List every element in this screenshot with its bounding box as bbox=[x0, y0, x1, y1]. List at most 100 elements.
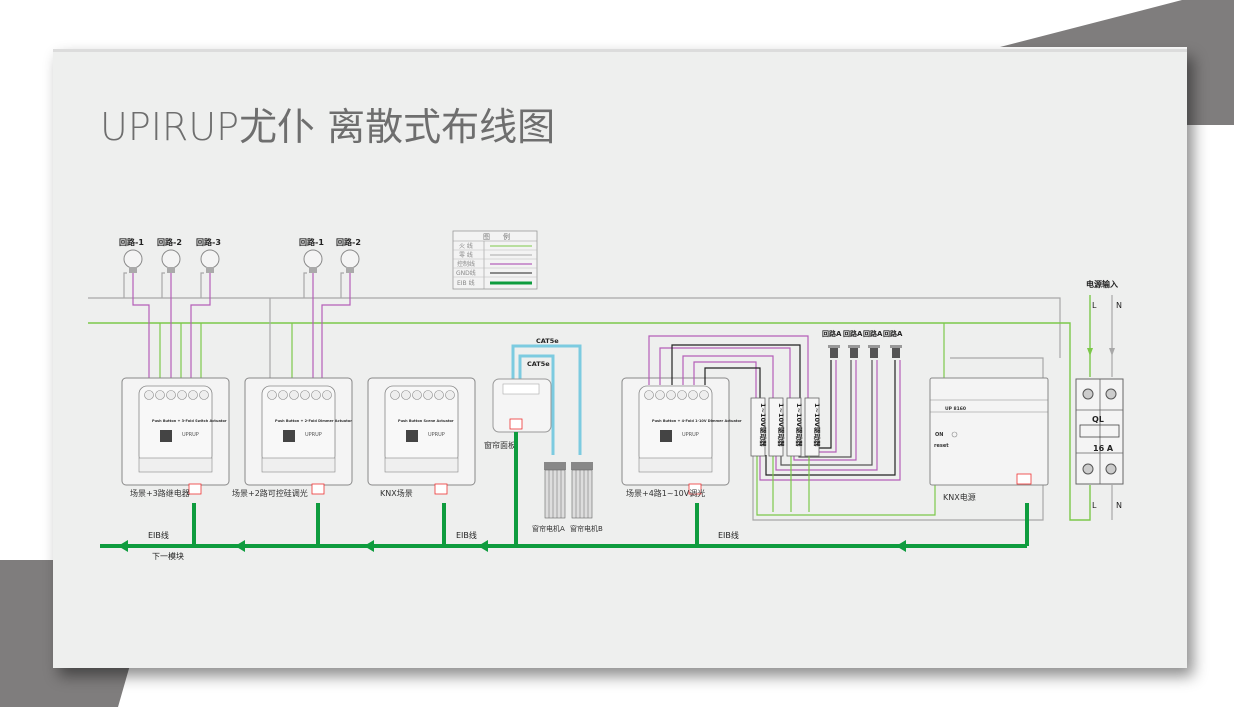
legend-label: GND线 bbox=[456, 269, 476, 277]
bulb-group-1: 回路-1 回路-2 回路-3 bbox=[119, 237, 221, 273]
power-supply-model: UP 8160 bbox=[945, 406, 966, 412]
bulb-icon bbox=[200, 249, 220, 269]
downlight-label: 回路A bbox=[883, 329, 903, 338]
modules: UPRUP Push Button + 3-Fold Switch Actuato… bbox=[121, 377, 742, 495]
legend-row-eib: EIB 线 bbox=[457, 279, 532, 287]
module-model: Push Button + 2-Fold Dimmer Actuator bbox=[275, 419, 352, 423]
curtain-motor-a bbox=[544, 462, 566, 519]
breaker-l-bottom: L bbox=[1092, 501, 1097, 510]
driver-3: 1~10V驱动器 bbox=[786, 397, 804, 457]
downlight-label: 回路A bbox=[863, 329, 883, 338]
cat5e-cable-1 bbox=[511, 344, 582, 455]
module-2: UPRUP Push Button + 2-Fold Dimmer Actuato… bbox=[244, 377, 353, 495]
eib-arrow bbox=[364, 540, 374, 552]
module-brand: UPRUP bbox=[305, 432, 322, 438]
breaker: 电源输入 L N QL 16 A L N bbox=[1075, 279, 1124, 520]
legend-label: 火 线 bbox=[459, 242, 473, 250]
module-label-3: KNX场景 bbox=[380, 489, 413, 498]
driver-label: 1~10V驱动器 bbox=[759, 403, 768, 447]
driver-2: 1~10V驱动器 bbox=[768, 397, 786, 457]
breaker-name: QL bbox=[1092, 415, 1104, 424]
drivers: 1~10V驱动器 1~10V驱动器 1~10V驱动器 1~10V驱动器 bbox=[750, 397, 822, 457]
downlights: 回路A 回路A 回路A 回路A bbox=[822, 329, 903, 358]
driver-4: 1~10V驱动器 bbox=[804, 397, 822, 457]
power-supply-on: ON bbox=[935, 432, 943, 438]
power-supply-reset: reset bbox=[934, 443, 949, 449]
bulb-4: 回路-1 bbox=[299, 237, 324, 273]
bulb-icon bbox=[340, 249, 360, 269]
page-title: UPIRUP尤仆 离散式布线图 bbox=[100, 105, 556, 149]
live-bus bbox=[88, 322, 1091, 521]
curtain-panel-label: 窗帘面板 bbox=[484, 440, 516, 450]
downlight-3: 回路A bbox=[863, 329, 883, 358]
downlight-1: 回路A bbox=[822, 329, 842, 358]
bulb-icon bbox=[303, 249, 323, 269]
legend-label: 零 线 bbox=[459, 251, 473, 259]
bulb-icon bbox=[161, 249, 181, 269]
legend-label: 控制线 bbox=[457, 260, 475, 268]
cat5e-cable-2 bbox=[518, 354, 555, 455]
curtain-motor-b-label: 窗帘电机B bbox=[570, 524, 603, 533]
legend-header-1: 图 bbox=[483, 233, 490, 241]
bulb-1: 回路-1 bbox=[119, 237, 144, 273]
breaker-n-bottom: N bbox=[1116, 501, 1122, 510]
legend-row-control: 控制线 bbox=[457, 260, 532, 268]
neutral-bus bbox=[88, 297, 1061, 358]
bulb-3: 回路-3 bbox=[196, 237, 221, 273]
corner-shape-top-right bbox=[1000, 0, 1234, 125]
eib-label-3: EIB线 bbox=[718, 530, 739, 540]
bulb-label: 回路-3 bbox=[196, 237, 221, 247]
eib-bus bbox=[100, 432, 1029, 548]
downlight-4: 回路A bbox=[883, 329, 903, 358]
module-label-4: 场景+4路1~10V调光 bbox=[626, 488, 705, 498]
breaker-rating: 16 A bbox=[1093, 444, 1114, 453]
eib-arrows bbox=[118, 540, 906, 552]
driver-label: 1~10V驱动器 bbox=[777, 403, 786, 447]
module-label-2: 场景+2路可控硅调光 bbox=[232, 488, 308, 498]
module-1: UPRUP Push Button + 3-Fold Switch Actuato… bbox=[121, 377, 230, 495]
curtain-system: CAT5e CAT5e 窗帘面板 窗帘电机A 窗帘电机B bbox=[484, 337, 603, 533]
legend-row-neutral: 零 线 bbox=[459, 251, 532, 259]
legend-row-gnd: GND线 bbox=[456, 269, 532, 277]
power-supply-label: KNX电源 bbox=[943, 492, 976, 502]
module-model: Push Button + 3-Fold Switch Actuator bbox=[152, 419, 227, 423]
next-module-label: 下一模块 bbox=[152, 551, 184, 561]
driver-label: 1~10V驱动器 bbox=[795, 403, 804, 447]
eib-arrow bbox=[896, 540, 906, 552]
eib-label-1: EIB线 bbox=[148, 530, 169, 540]
breaker-n-top: N bbox=[1116, 301, 1122, 310]
driver-1: 1~10V驱动器 bbox=[750, 397, 768, 457]
module-model: Push Button Scene Actuator bbox=[398, 419, 454, 423]
curtain-motor-b bbox=[571, 462, 593, 519]
breaker-l-top: L bbox=[1092, 301, 1097, 310]
bulb-label: 回路-2 bbox=[336, 237, 361, 247]
legend-label: EIB 线 bbox=[457, 279, 475, 287]
module-label-1: 场景+3路继电器 bbox=[130, 488, 190, 498]
cat5e-label-2: CAT5e bbox=[527, 360, 550, 368]
bulb-wiring bbox=[123, 272, 351, 385]
driver-label: 1~10V驱动器 bbox=[813, 403, 822, 447]
module-4: UPRUP Push Button + 4-Fold 1-10V Dimmer A… bbox=[621, 377, 742, 495]
bulb-2: 回路-2 bbox=[157, 237, 182, 273]
module-brand: UPRUP bbox=[428, 432, 445, 438]
bulb-icon bbox=[123, 249, 143, 269]
module-brand: UPRUP bbox=[182, 432, 199, 438]
legend: 图 例 火 线 零 线 控制线 GND线 EIB bbox=[452, 230, 538, 290]
power-input-label: 电源输入 bbox=[1086, 279, 1118, 289]
bulb-group-2: 回路-1 回路-2 bbox=[299, 237, 361, 273]
bulb-label: 回路-1 bbox=[119, 237, 144, 247]
eib-label-2: EIB线 bbox=[456, 530, 477, 540]
eib-arrow bbox=[235, 540, 245, 552]
bulb-5: 回路-2 bbox=[336, 237, 361, 273]
legend-row-live: 火 线 bbox=[459, 242, 532, 250]
downlight-label: 回路A bbox=[843, 329, 863, 338]
downlight-label: 回路A bbox=[822, 329, 842, 338]
module-brand: UPRUP bbox=[682, 432, 699, 438]
cat5e-label-1: CAT5e bbox=[536, 337, 559, 345]
module-model: Push Button + 4-Fold 1-10V Dimmer Actuat… bbox=[652, 419, 742, 423]
curtain-motor-a-label: 窗帘电机A bbox=[532, 524, 565, 533]
downlight-2: 回路A bbox=[843, 329, 863, 358]
curtain-panel bbox=[492, 378, 552, 433]
